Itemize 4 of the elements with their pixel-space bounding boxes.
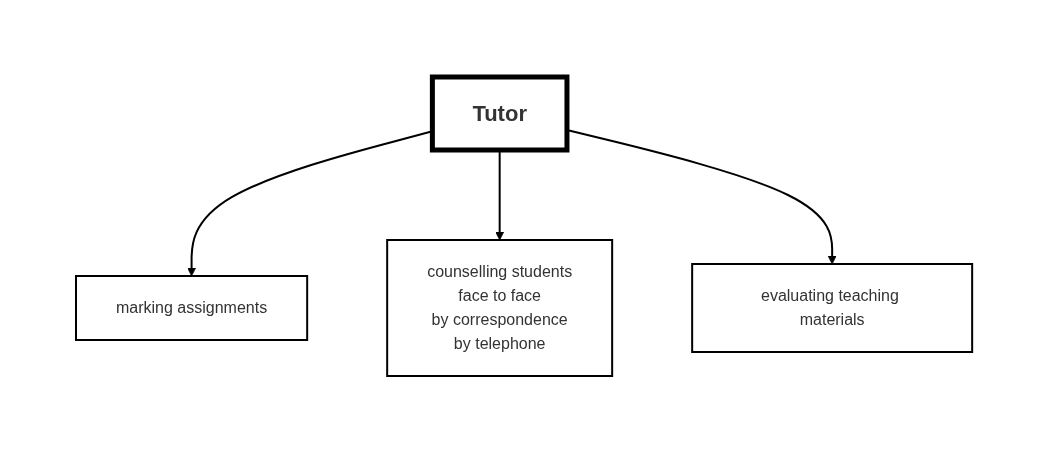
node-box: Tutor — [430, 74, 570, 152]
node-box: evaluating teaching materials — [691, 262, 974, 353]
node-box: marking assignments — [75, 274, 309, 341]
node-box: counselling students face to face by correspondence by telephone — [386, 238, 614, 377]
